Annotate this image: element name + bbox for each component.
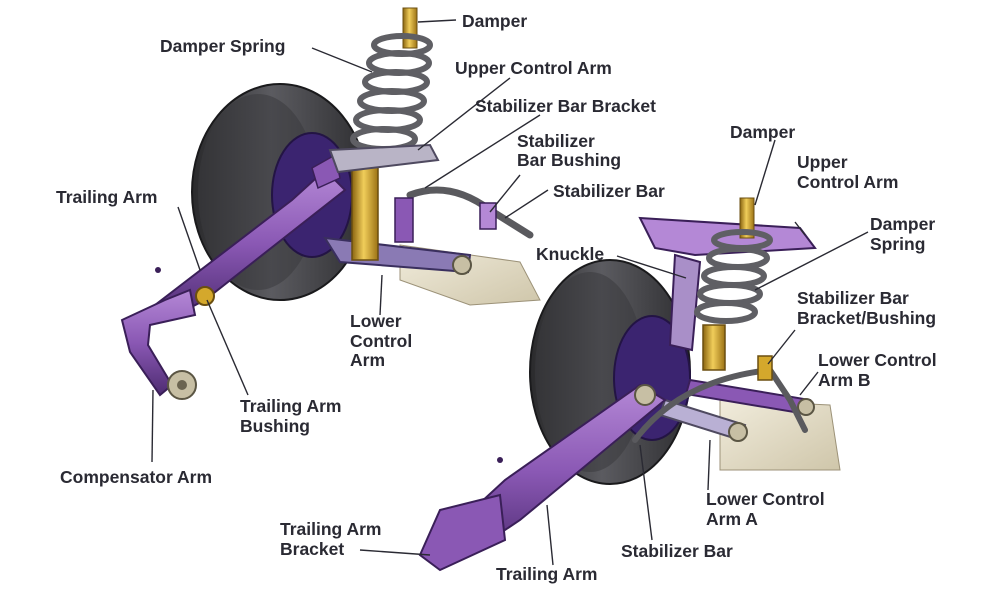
left-suspension-assembly: [120, 7, 541, 400]
label-stabilizer-bar-left: Stabilizer Bar: [553, 181, 665, 201]
label-trailing-arm-left: Trailing Arm: [56, 187, 157, 207]
label-trailing-arm-bracket-right-2: Bracket: [280, 539, 344, 559]
left-compensator-arm: [120, 288, 197, 397]
label-knuckle-right: Knuckle: [536, 244, 604, 264]
label-upper-control-arm-right-1: Upper: [797, 152, 848, 172]
label-trailing-arm-bushing-left-1: Trailing Arm: [240, 396, 341, 416]
label-lower-control-arm-left-2: Control: [350, 331, 412, 351]
label-lower-control-arm-left-3: Arm: [350, 350, 385, 370]
label-upper-control-arm-right-2: Control Arm: [797, 172, 898, 192]
left-damper-rod: [402, 7, 418, 49]
label-damper-spring-right-2: Spring: [870, 234, 925, 254]
label-stabilizer-bar-bracket-left: Stabilizer Bar Bracket: [475, 96, 656, 116]
label-damper-spring-left: Damper Spring: [160, 36, 285, 56]
left-trailing-arm-web: [311, 153, 341, 190]
label-lower-control-arm-a-right-2: Arm A: [706, 509, 758, 529]
label-damper-spring-right-1: Damper: [870, 214, 935, 234]
label-stabilizer-bar-bracket-bushing-right-2: Bracket/Bushing: [797, 308, 936, 328]
label-trailing-arm-bushing-left-2: Bushing: [240, 416, 310, 436]
label-stabilizer-bar-right: Stabilizer Bar: [621, 541, 733, 561]
label-stabilizer-bar-bushing-left-2: Bar Bushing: [517, 150, 621, 170]
left-stabilizer-bar: [406, 186, 534, 239]
label-damper-left: Damper: [462, 11, 527, 31]
label-damper-right: Damper: [730, 122, 795, 142]
right-damper-spring: [694, 229, 773, 324]
right-suspension-assembly: [418, 197, 841, 572]
label-stabilizer-bar-bushing-left-1: Stabilizer: [517, 131, 595, 151]
right-trailing-arm-bracket: [418, 493, 507, 572]
label-lower-control-arm-left-1: Lower: [350, 311, 402, 331]
right-damper-body: [702, 324, 726, 371]
left-upper-control-arm: [328, 143, 440, 174]
label-lower-control-arm-b-right-1: Lower Control: [818, 350, 937, 370]
label-lower-control-arm-a-right-1: Lower Control: [706, 489, 825, 509]
label-lower-control-arm-b-right-2: Arm B: [818, 370, 871, 390]
left-stabilizer-bracket: [394, 197, 414, 243]
label-upper-control-arm-left: Upper Control Arm: [455, 58, 612, 78]
right-stabilizer-bracket-bushing: [757, 355, 773, 381]
label-trailing-arm-right: Trailing Arm: [496, 564, 597, 584]
label-compensator-arm-left: Compensator Arm: [60, 467, 212, 487]
left-lower-control-arm: [323, 236, 472, 274]
right-knuckle: [668, 253, 702, 352]
label-trailing-arm-bracket-right-1: Trailing Arm: [280, 519, 381, 539]
left-trailing-arm-bushing: [195, 286, 215, 306]
label-stabilizer-bar-bracket-bushing-right-1: Stabilizer Bar: [797, 288, 909, 308]
right-damper-rod: [739, 197, 755, 239]
left-damper-spring: [350, 33, 433, 152]
leader-lines: [151, 19, 869, 566]
